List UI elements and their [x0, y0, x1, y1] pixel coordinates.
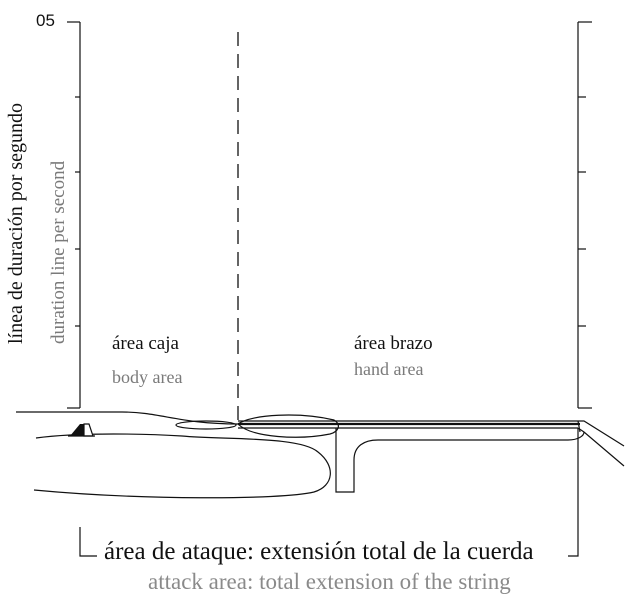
- body-area-label-english: body area: [112, 367, 183, 387]
- attack-area-bracket: [79, 428, 579, 557]
- hand-area-label-english: hand area: [354, 359, 424, 379]
- attack-area-label-spanish: área de ataque: extensión total de la cu…: [104, 538, 534, 565]
- y-axis-title-english: duration line per second: [48, 160, 69, 344]
- body-area-label-spanish: área caja: [112, 333, 179, 354]
- axis-tick-label-top: 05: [36, 11, 55, 30]
- left-duration-axis: [67, 21, 81, 409]
- y-axis-title-spanish: línea de duración por segundo: [5, 102, 27, 344]
- hand-area-label-spanish: área brazo: [354, 333, 433, 354]
- bridge-icon: [68, 423, 95, 437]
- right-duration-axis: [577, 21, 592, 409]
- guitar-outline: [16, 411, 625, 499]
- attack-area-label-english: attack area: total extension of the stri…: [148, 569, 511, 594]
